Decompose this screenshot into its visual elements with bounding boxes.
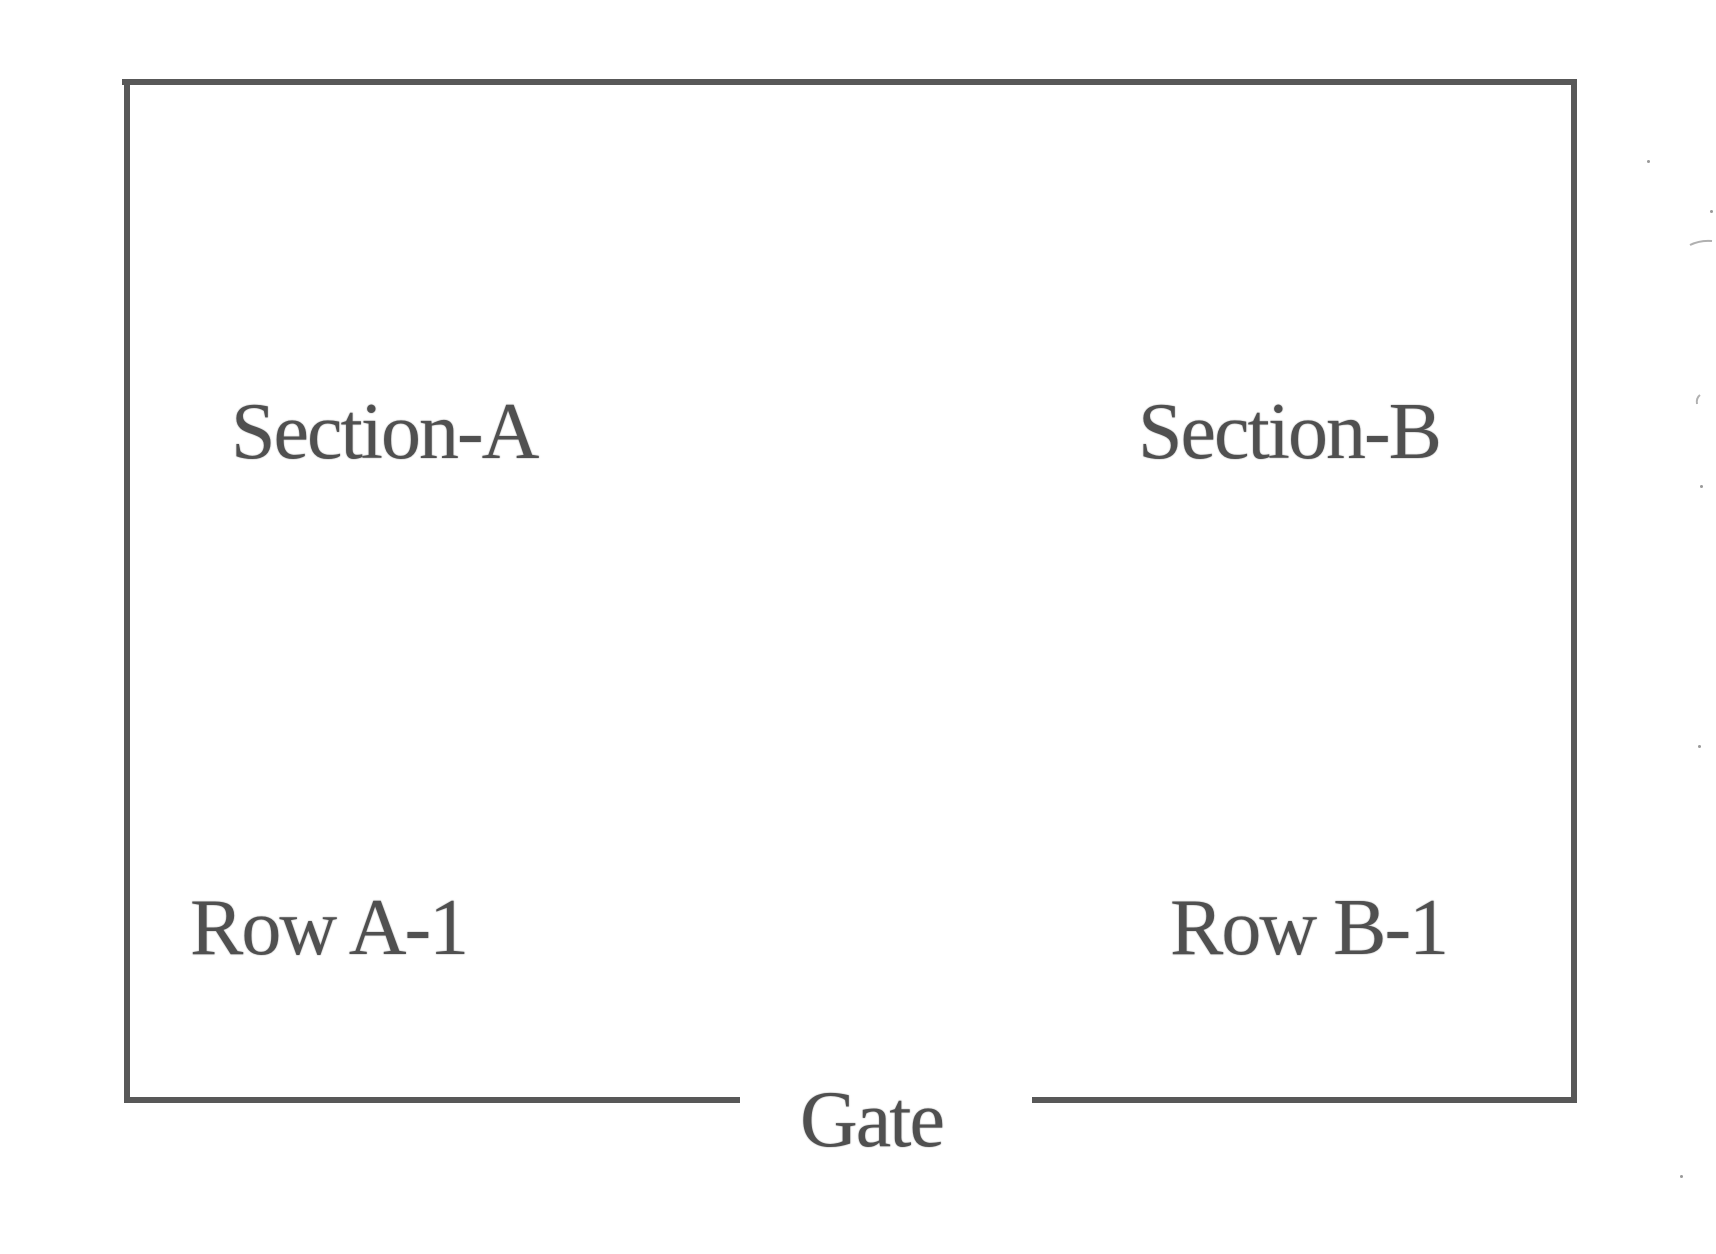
gate-label: Gate bbox=[800, 1076, 945, 1164]
scan-speck bbox=[1680, 1175, 1683, 1178]
row-a-1-label: Row A-1 bbox=[190, 884, 469, 972]
scan-speck bbox=[1700, 485, 1703, 488]
scan-speck bbox=[1710, 210, 1713, 213]
section-b-label: Section-B bbox=[1138, 388, 1442, 476]
scan-mark bbox=[1695, 394, 1701, 405]
scan-speck bbox=[1698, 745, 1701, 748]
row-b-1-label: Row B-1 bbox=[1170, 884, 1449, 972]
scan-speck bbox=[1647, 160, 1650, 163]
section-a-label: Section-A bbox=[231, 388, 539, 476]
scan-mark bbox=[1689, 239, 1713, 246]
